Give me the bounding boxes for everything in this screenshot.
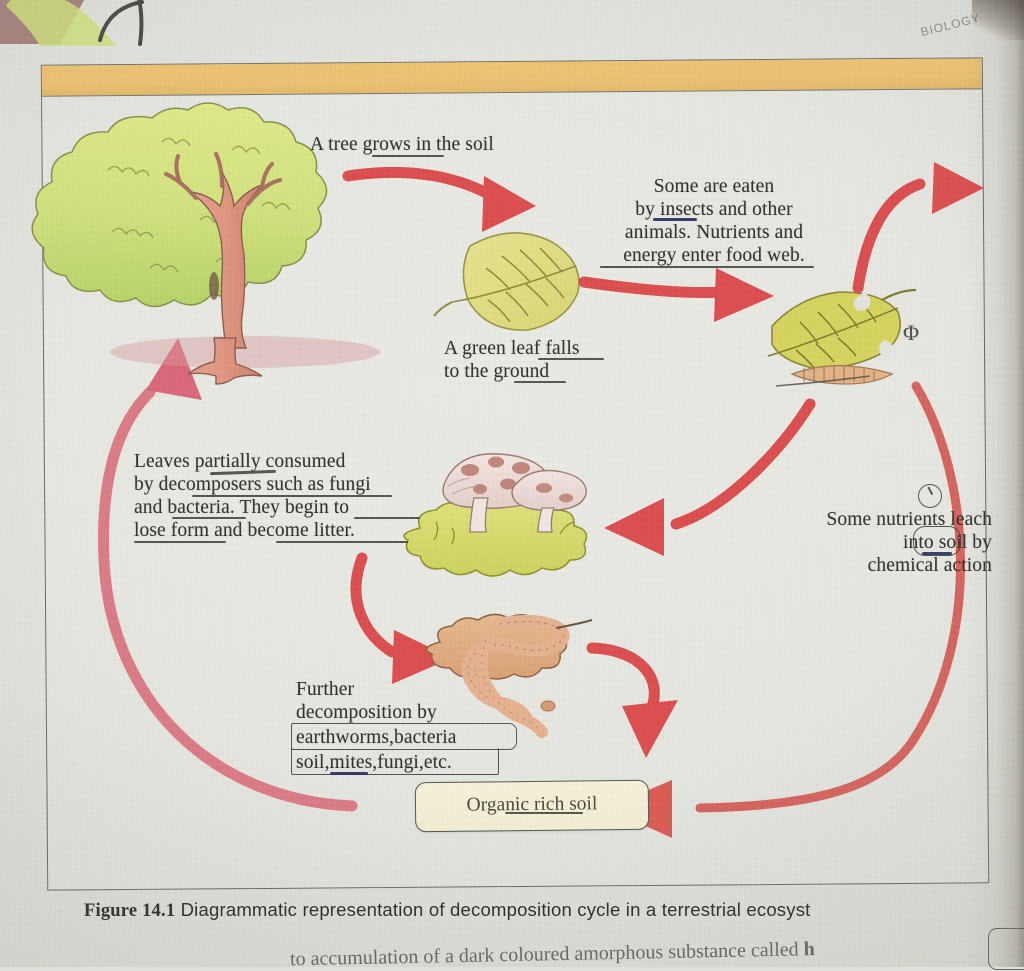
label-further-line3: earthworms,bacteria — [296, 727, 457, 748]
caterpillar-icon — [790, 365, 894, 385]
eaten-leaf-icon — [767, 288, 917, 387]
label-further-line2: decomposition by — [296, 702, 437, 723]
label-tree-grows: A tree grows in the soil — [310, 134, 494, 155]
label-leaves-line2: by decomposers such as fungi — [134, 474, 371, 495]
label-leaves-line1: Leaves partially consumed — [134, 451, 346, 472]
cycle-arrow-left — [98, 338, 358, 812]
figure-caption: Figure 14.1 Diagrammatic representation … — [84, 899, 1024, 922]
green-leaf-icon — [433, 232, 580, 331]
underline-grows-in — [372, 155, 444, 157]
arrow-to-litter — [604, 398, 816, 556]
underline-mites — [330, 772, 368, 775]
annotation-box-soil-mites — [291, 748, 499, 775]
arrow-litter-to-worms — [350, 552, 452, 684]
underline-rich-soil — [505, 812, 583, 814]
underline-insects — [653, 218, 697, 221]
arrow-leaf-to-eaten — [578, 268, 774, 322]
label-leaf-falls-line1: A green leaf falls — [444, 338, 580, 359]
label-eaten-line3: animals. Nutrients and — [624, 222, 804, 243]
annotation-circle-soil — [913, 526, 961, 556]
mushroom-icon — [403, 453, 588, 577]
annotation-circle-mark — [918, 484, 942, 508]
underline-falls — [538, 358, 604, 360]
underline-food-web — [600, 266, 814, 268]
cycle-arrow-right — [606, 381, 965, 838]
label-leaves-line4: lose form and become litter. — [134, 520, 356, 541]
tree-icon — [31, 102, 380, 385]
earthworm-icon — [425, 613, 593, 738]
figure-caption-text: Diagrammatic representation of decomposi… — [180, 899, 811, 920]
underline-become-litter — [276, 541, 408, 543]
figure-number: Figure 14.1 — [84, 901, 176, 921]
label-eaten-line1: Some are eaten — [653, 176, 775, 197]
bleed-annotation-box — [988, 928, 1024, 970]
label-eaten-line2: by insects and other — [635, 199, 793, 220]
arrow-to-food-web — [852, 162, 984, 294]
top-cropped-illustration — [0, 0, 300, 46]
label-further-line1: Further — [296, 679, 355, 700]
annotation-phi-symbol: Φ — [903, 320, 920, 345]
label-leaves-line3: and bacteria. They begin to — [134, 497, 350, 518]
bleed-text-bold: h — [803, 938, 816, 961]
underline-soil — [922, 552, 952, 555]
organic-rich-soil-callout: Organic rich soil — [414, 779, 650, 833]
arrow-tree-to-leaf — [342, 166, 536, 232]
underline-bacteria — [172, 517, 246, 519]
label-eaten-line4: energy enter food web. — [623, 245, 805, 266]
underline-lose-form — [134, 541, 226, 543]
label-further-line4: soil,mites,fungi,etc. — [296, 752, 452, 773]
annotation-box-earthworms — [291, 723, 517, 750]
label-leach-line1: Some nutrients leach — [826, 509, 992, 530]
arrow-worms-down — [586, 642, 678, 758]
underline-begin-to — [354, 517, 420, 519]
label-leaf-falls-line2: to the ground — [444, 361, 550, 382]
underline-decomposers-fungi — [192, 495, 392, 497]
label-leach-line3: chemical action — [867, 555, 992, 576]
underline-ground — [514, 381, 566, 383]
